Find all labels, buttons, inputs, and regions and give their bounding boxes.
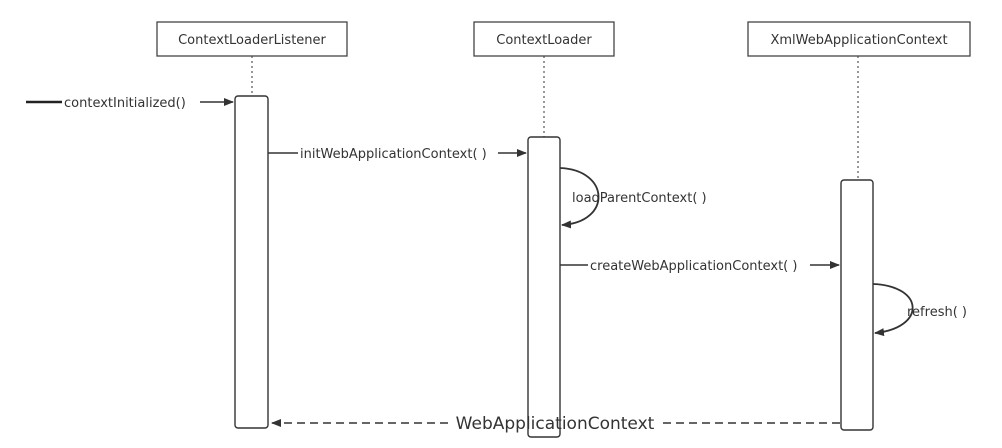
web-context-activation-bar bbox=[840, 179, 874, 431]
participant-xml-web-application-context: XmlWebApplicationContext bbox=[747, 21, 971, 57]
participant-label: ContextLoaderListener bbox=[178, 33, 326, 48]
participant-context-loader: ContextLoader bbox=[473, 21, 615, 57]
message-label: loadParentContext( ) bbox=[572, 191, 707, 206]
return-label: WebApplicationContext bbox=[456, 414, 655, 434]
participant-context-loader-listener: ContextLoaderListener bbox=[156, 21, 348, 57]
listener-activation-bar bbox=[234, 95, 269, 429]
message-label: initWebApplicationContext( ) bbox=[300, 147, 487, 162]
loader-activation-bar bbox=[527, 136, 561, 438]
message-label: contextInitialized() bbox=[64, 96, 186, 111]
message-refresh: refresh( ) bbox=[872, 283, 967, 337]
message-context-initialized: contextInitialized() bbox=[26, 96, 234, 111]
message-create-web-application-context: createWebApplicationContext( ) bbox=[560, 259, 840, 274]
return-web-application-context: WebApplicationContext bbox=[271, 414, 840, 434]
participant-label: ContextLoader bbox=[496, 33, 592, 48]
message-init-web-application-context: initWebApplicationContext( ) bbox=[268, 147, 527, 162]
message-label: refresh( ) bbox=[907, 305, 967, 320]
message-load-parent-context: loadParentContext( ) bbox=[559, 167, 707, 229]
participant-label: XmlWebApplicationContext bbox=[770, 33, 947, 48]
message-label: createWebApplicationContext( ) bbox=[590, 259, 797, 274]
